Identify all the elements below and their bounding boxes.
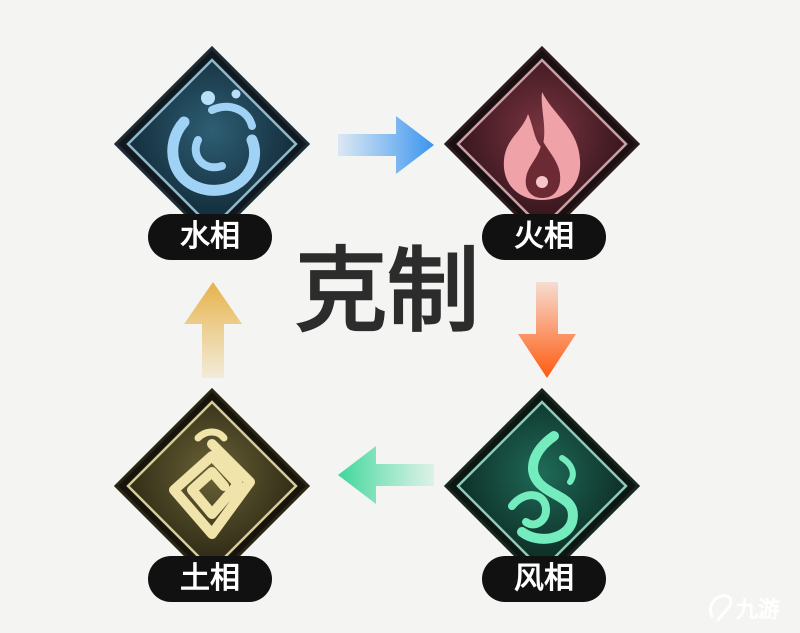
water-emblem	[112, 44, 312, 244]
arrow-earth-to-water	[178, 278, 248, 378]
arrow-wind-to-earth	[334, 440, 434, 510]
watermark-text: 九游	[735, 597, 780, 623]
fire-label: 火相	[482, 214, 606, 260]
water-swirl-icon	[167, 89, 261, 196]
flame-icon	[503, 92, 581, 200]
wind-spiral-icon	[508, 431, 578, 544]
counter-title: 克制	[294, 238, 479, 345]
arrow-fire-to-wind	[512, 282, 582, 382]
earth-spiral-icon	[169, 428, 255, 539]
site-logo-icon	[708, 594, 733, 622]
earth-label: 土相	[148, 556, 272, 602]
wind-emblem	[442, 386, 642, 586]
water-label: 水相	[148, 214, 272, 260]
site-watermark: 九游	[704, 590, 796, 626]
arrow-water-to-fire	[338, 110, 438, 180]
wind-label: 风相	[482, 556, 606, 602]
